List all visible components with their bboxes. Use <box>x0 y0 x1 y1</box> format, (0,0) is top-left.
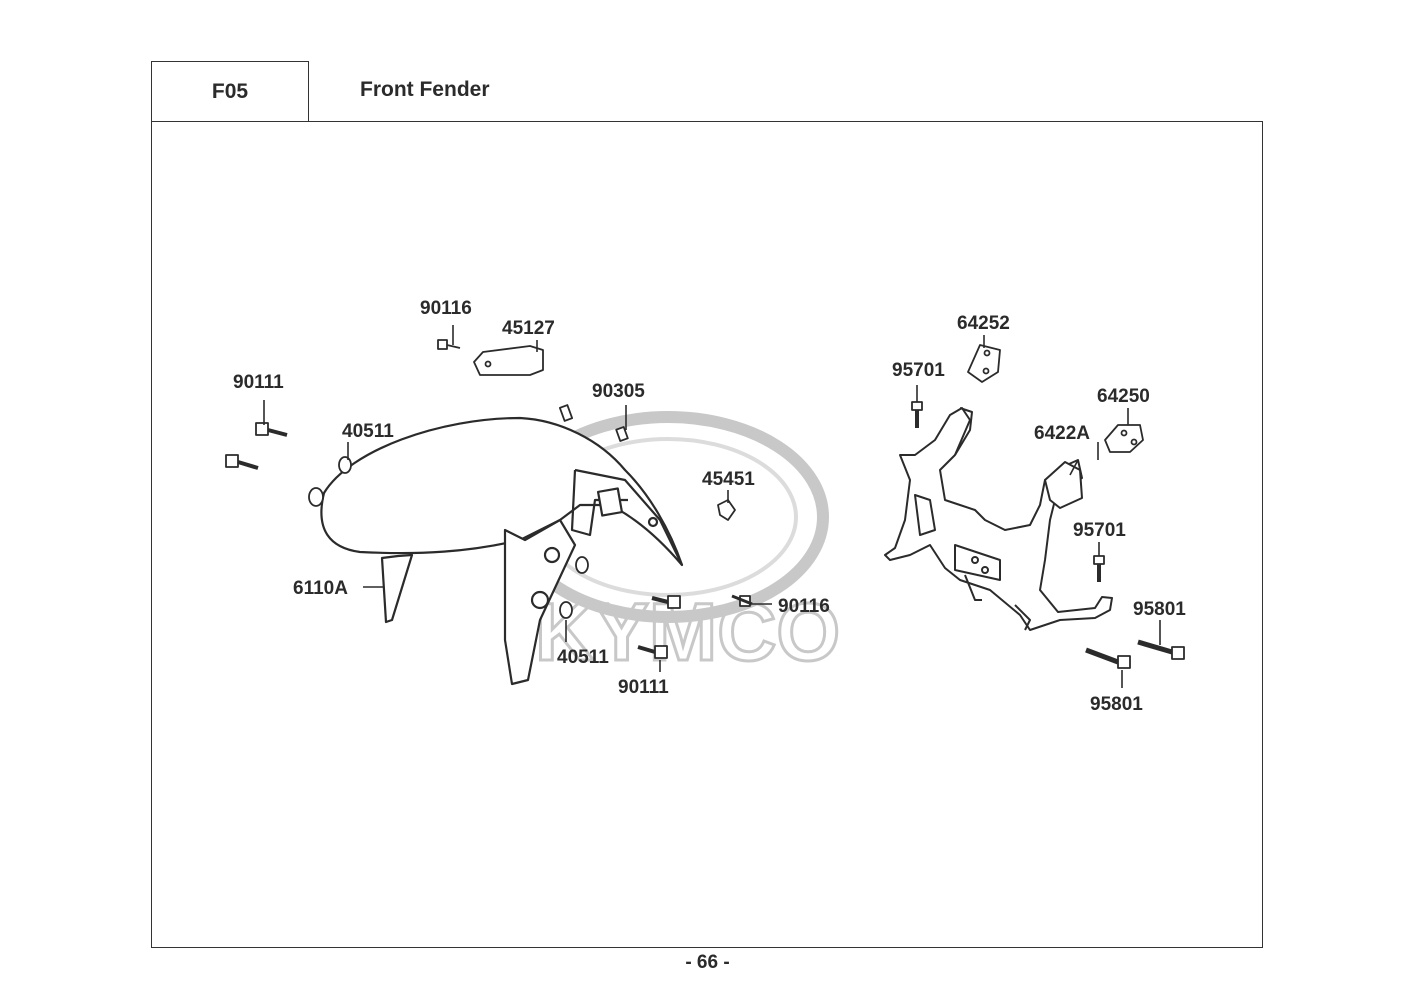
label-6110A: 6110A <box>293 578 348 599</box>
screw-90116-mid <box>731 594 753 607</box>
washer-40511-d <box>559 601 573 619</box>
bolt-95801-right <box>1137 639 1185 660</box>
label-95701-top: 95701 <box>892 360 945 381</box>
watermark-text: KYMCO <box>535 587 840 678</box>
label-95701-mid: 95701 <box>1073 520 1126 541</box>
plate-64252 <box>967 344 1001 383</box>
label-64250: 64250 <box>1097 386 1150 407</box>
label-90305: 90305 <box>592 381 645 402</box>
page-number: - 66 - <box>685 952 730 973</box>
label-95801-bottom: 95801 <box>1090 694 1143 715</box>
bolt-95801-bottom <box>1085 647 1131 669</box>
plate-45127 <box>473 345 544 376</box>
label-95801-right: 95801 <box>1133 599 1186 620</box>
diagram-frame <box>151 121 1263 948</box>
leader-lines <box>263 325 1161 688</box>
label-90116-mid: 90116 <box>778 596 830 617</box>
diagram-title: Front Fender <box>360 78 490 101</box>
screw-95701-mid <box>1093 555 1105 582</box>
screw-90116-top <box>437 339 461 350</box>
bolts-90111-bottom <box>637 595 681 659</box>
label-45451: 45451 <box>702 469 755 490</box>
kymco-watermark: KYMCO <box>507 411 842 680</box>
label-90116-top: 90116 <box>420 298 472 319</box>
washer-40511-b <box>308 487 324 507</box>
label-40511-top: 40511 <box>342 421 394 442</box>
fender-bracket-part <box>884 407 1113 631</box>
label-64252: 64252 <box>957 313 1010 334</box>
diagram-code: F05 <box>151 61 309 121</box>
clip-45451 <box>717 499 736 521</box>
label-40511-bottom: 40511 <box>557 647 609 668</box>
washer-40511-c <box>575 556 589 574</box>
label-45127: 45127 <box>502 318 555 339</box>
washer-40511-a <box>338 456 352 474</box>
screw-95701-top <box>911 401 923 428</box>
clip-90305 <box>558 404 574 422</box>
part-number-labels: 90116 45127 90305 90111 40511 45451 6110… <box>233 298 1186 715</box>
bolts-90111-left <box>225 422 288 470</box>
label-90111-left: 90111 <box>233 372 284 393</box>
label-6422A: 6422A <box>1034 423 1090 444</box>
label-90111-bottom: 90111 <box>618 677 669 698</box>
small-hardware <box>225 339 1185 669</box>
plate-64250 <box>1104 424 1144 453</box>
front-fender-part <box>320 416 684 686</box>
